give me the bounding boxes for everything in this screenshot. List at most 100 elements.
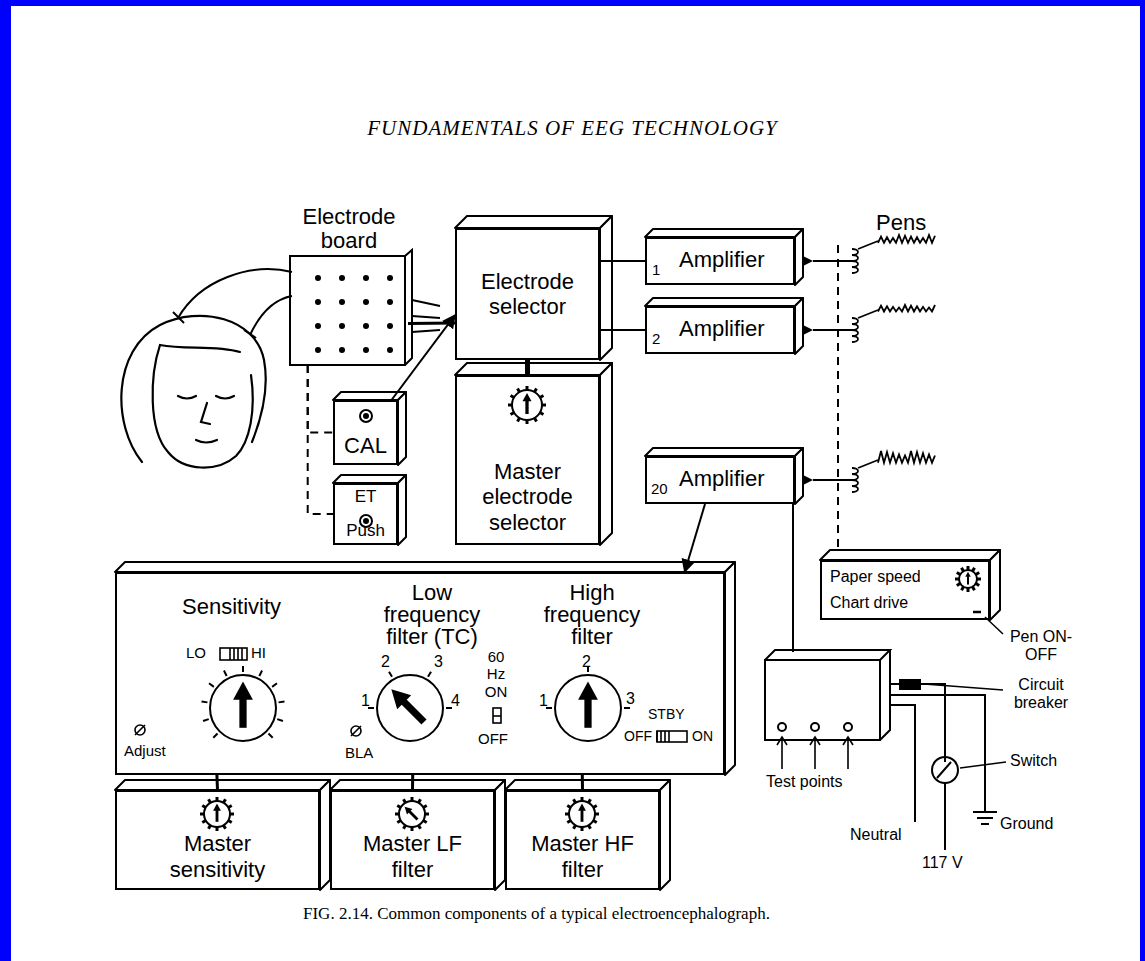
node-text: Master sensitivity bbox=[143, 831, 293, 882]
head-drawing bbox=[121, 316, 265, 462]
node-text: Master LF filter bbox=[350, 831, 475, 882]
leader-lines bbox=[924, 684, 1003, 690]
node-text: Low frequency filter (TC) bbox=[362, 582, 502, 648]
paper-speed-knob bbox=[957, 573, 960, 575]
part-label: Test points bbox=[766, 773, 842, 791]
paper-speed-knob bbox=[965, 572, 970, 577]
paper-speed-knob bbox=[959, 570, 977, 588]
master-knob bbox=[405, 807, 413, 815]
master-knob bbox=[216, 810, 219, 822]
pen-links bbox=[813, 260, 852, 262]
et-button: ETPush bbox=[333, 483, 398, 545]
sensitivity-knob bbox=[239, 698, 246, 728]
connector bbox=[600, 260, 645, 262]
pen-links bbox=[792, 504, 794, 652]
electrode-wires bbox=[173, 312, 184, 323]
node-text: Paper speed bbox=[830, 568, 921, 586]
hf-filter-knob bbox=[578, 682, 598, 700]
electrode-wires bbox=[178, 269, 292, 318]
connector bbox=[581, 775, 584, 790]
part-label: Switch bbox=[1010, 752, 1057, 770]
master-selector-knob bbox=[512, 390, 542, 420]
node-text: CAL bbox=[344, 433, 387, 458]
master-knob bbox=[567, 806, 570, 808]
master-selector-knob bbox=[511, 413, 514, 415]
paper-speed-knob bbox=[967, 588, 970, 592]
board-sockets bbox=[339, 347, 345, 353]
master-knob bbox=[567, 821, 570, 823]
board-sockets bbox=[315, 299, 321, 305]
master-knob bbox=[589, 825, 591, 828]
part-label: OFF bbox=[624, 728, 652, 744]
master-knob bbox=[224, 799, 226, 802]
connector bbox=[600, 329, 645, 331]
box-side-face bbox=[600, 216, 612, 360]
part-label: 3 bbox=[434, 653, 443, 671]
board-sockets bbox=[315, 323, 321, 329]
panel-switches bbox=[220, 648, 247, 660]
master-knob bbox=[202, 821, 205, 823]
pen-links bbox=[813, 479, 852, 481]
box-top-face bbox=[115, 780, 330, 790]
head-drawing bbox=[178, 396, 196, 399]
hf-filter-knob bbox=[555, 675, 621, 741]
connector bbox=[308, 365, 333, 433]
part-label: Circuit breaker bbox=[1006, 676, 1076, 713]
pen-trace bbox=[852, 249, 858, 273]
box-top-face bbox=[820, 550, 1000, 560]
board-sockets bbox=[363, 347, 369, 353]
master-knob bbox=[593, 821, 596, 823]
master-knob bbox=[411, 797, 414, 801]
panel-switches bbox=[135, 648, 687, 742]
box-top-face bbox=[505, 780, 670, 790]
paper-speed-knob bbox=[973, 587, 975, 590]
head-drawing bbox=[201, 403, 210, 424]
board-sockets bbox=[339, 275, 345, 281]
part-label: STBY bbox=[648, 706, 685, 722]
node-text: Electrode board bbox=[290, 205, 408, 253]
hf-filter-knob bbox=[584, 698, 591, 728]
power-wiring bbox=[890, 705, 915, 822]
board-sockets bbox=[387, 299, 393, 305]
test-point-arrows bbox=[810, 737, 820, 769]
part-label: 1 bbox=[361, 692, 370, 710]
electrode-board bbox=[412, 300, 440, 332]
hf-filter-knob bbox=[546, 666, 630, 741]
paper-speed-knob bbox=[967, 576, 969, 584]
board-sockets bbox=[363, 275, 369, 281]
panel-switches bbox=[493, 715, 501, 717]
connector bbox=[411, 775, 414, 790]
pen-trace bbox=[852, 468, 858, 492]
master-knob bbox=[578, 804, 586, 811]
part-label: Neutral bbox=[850, 826, 902, 844]
sensitivity-knob bbox=[272, 683, 277, 687]
master-knob bbox=[395, 797, 429, 831]
head-drawing bbox=[160, 345, 240, 352]
sensitivity-knob bbox=[202, 700, 208, 703]
board-sockets bbox=[363, 299, 369, 305]
sensitivity-knob bbox=[224, 671, 227, 676]
master-selector-knob bbox=[518, 418, 520, 421]
panel-switches bbox=[230, 648, 242, 660]
master-knob bbox=[569, 801, 595, 827]
panel-switches bbox=[351, 726, 361, 736]
part-label: 3 bbox=[626, 690, 635, 708]
power-wiring bbox=[973, 812, 997, 824]
master-knob bbox=[581, 797, 584, 801]
cal-button-symbol bbox=[364, 414, 368, 418]
connector bbox=[685, 504, 705, 572]
paper-speed-knob bbox=[962, 568, 964, 571]
power-wiring bbox=[890, 683, 900, 685]
node-text: Amplifier bbox=[679, 316, 765, 341]
master-selector-knob bbox=[535, 389, 537, 392]
pen-trace bbox=[852, 235, 935, 492]
box-side-face bbox=[795, 298, 803, 354]
amplifier-box: 20Amplifier bbox=[645, 456, 795, 504]
board-sockets bbox=[315, 347, 321, 353]
electrode-board bbox=[290, 250, 440, 365]
sensitivity-knob bbox=[209, 683, 214, 687]
box-side-face bbox=[320, 780, 330, 890]
master-knob bbox=[228, 806, 231, 808]
master-knob bbox=[213, 804, 221, 811]
